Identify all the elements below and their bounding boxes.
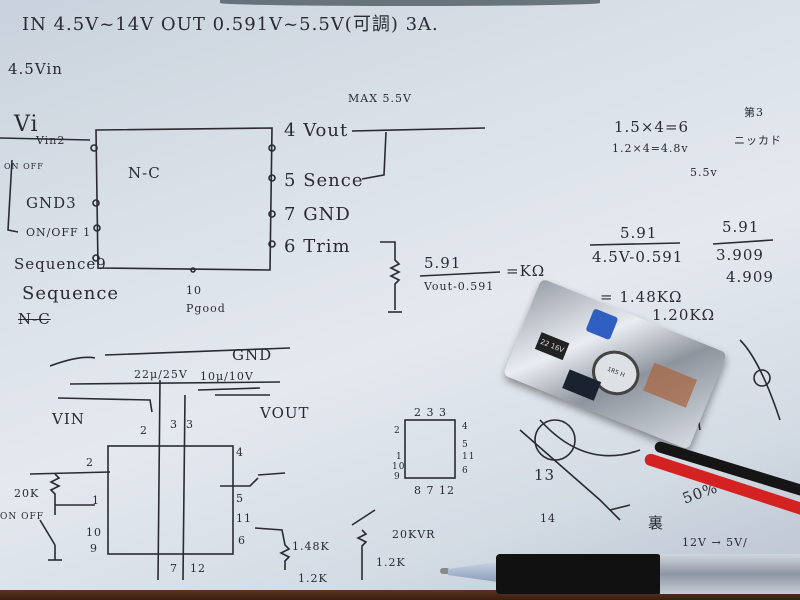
on-off-small-note: ON OFF (4, 162, 44, 171)
calc2-alt: 4.909 (726, 268, 774, 286)
pinout-top: 2 3 3 (414, 406, 447, 419)
sch-pin-top-1: 3 (170, 418, 178, 431)
nc-struck-label: N-C (18, 310, 51, 328)
battery-calc-1: 1.5×4=6 (614, 118, 690, 136)
pinout-right-2: 11 (462, 452, 476, 462)
vin-label: Vi (14, 112, 39, 137)
vin-lead (0, 137, 91, 141)
formula-result: =KΩ (506, 262, 546, 280)
formula-denominator: Vout-0.591 (424, 280, 495, 293)
trim-resistor-alt: 1.2K (298, 572, 328, 585)
formula-numerator: 5.91 (424, 254, 462, 272)
pin-trim: 6 Trim (284, 236, 351, 257)
output-cap-label: 10μ/10V (200, 370, 254, 383)
tantalum-capacitor: 22 16V (534, 332, 570, 361)
schematic-vout-label: VOUT (260, 404, 310, 422)
battery-calc-2: 1.2×4=4.8v (612, 142, 689, 155)
kanji-note: 裏 (648, 514, 665, 532)
pin14-note: 14 (540, 512, 556, 525)
series-resistor-label: 1.2K (376, 556, 406, 569)
wooden-table-edge (0, 590, 800, 600)
pinout-left-3: 9 (394, 472, 401, 482)
max-voltage-note: MAX 5.5V (348, 92, 412, 105)
pin-sense: 5 Sence (284, 170, 364, 191)
sch-pin-bottom-1: 12 (190, 562, 206, 575)
sequence9-label: Sequence9 (14, 255, 107, 273)
sch-pin-left-1: 1 (92, 494, 100, 507)
vin-min-note: 4.5Vin (8, 60, 63, 78)
schematic-vin-label: VIN (52, 410, 85, 428)
resistor-result-2: 1.20KΩ (652, 306, 716, 324)
pinout-right-3: 6 (462, 466, 469, 476)
pen-cone (448, 562, 498, 582)
pen-grip (496, 554, 661, 594)
calc2-denominator: 3.909 (716, 246, 764, 264)
trim-resistor-value: 1.48K (292, 540, 330, 553)
battery-calc-3: 5.5v (690, 166, 718, 179)
pen-barrel (660, 554, 800, 594)
formula-bar (419, 271, 501, 277)
pinout-left-0: 2 (394, 426, 401, 436)
ballpoint-pen (440, 550, 800, 598)
pinout-right-0: 4 (462, 422, 469, 432)
pgood-label: Pgood (186, 302, 226, 315)
sch-pin-left-2: 10 (86, 526, 102, 539)
module-outline (95, 127, 273, 271)
trim-resistor (380, 241, 401, 310)
sch-pin-top-2: 3 (186, 418, 194, 431)
sch-pin-right-1: 5 (236, 492, 244, 505)
sch-pin-right-2: 11 (236, 512, 252, 525)
sch-pin-left-3: 9 (90, 542, 98, 555)
onoff-pin1-label: ON/OFF 1 (26, 226, 92, 239)
sch-pin-top-0: 2 (140, 424, 148, 437)
calc1-numerator: 5.91 (620, 224, 658, 242)
jp-note-1: 第3 (744, 106, 764, 119)
paper-fold-shadow (220, 0, 600, 6)
pinout-bottom: 8 7 12 (414, 484, 455, 497)
schematic-gnd-label: GND (232, 346, 273, 364)
pinout-right-1: 5 (462, 440, 469, 450)
sense-wire (361, 131, 387, 180)
sequence-label: Sequence (22, 283, 120, 304)
schematic-onoff-label: ON OFF (0, 512, 44, 522)
copper-pad (643, 362, 698, 408)
sch-pin-right-3: 6 (238, 534, 246, 547)
gnd3-label: GND3 (26, 194, 77, 212)
module-center-label: N-C (128, 164, 161, 182)
pgood-pin-number: 10 (186, 284, 202, 297)
variable-resistor-label: 20KVR (392, 528, 436, 541)
pin2-label: Vin2 (36, 134, 66, 147)
resistor-result-1: = 1.48KΩ (600, 288, 683, 306)
sch-pin-right-0: 4 (236, 446, 244, 459)
calc1-denominator: 4.5V-0.591 (592, 248, 684, 266)
jp-note-2: ニッカド (734, 134, 782, 147)
sch-pin-left-0: 2 (86, 456, 94, 469)
trim-potentiometer (585, 308, 619, 341)
pullup-resistor-label: 20K (14, 487, 40, 500)
conversion-note: 12V → 5V/ (682, 536, 748, 549)
input-output-spec-note: IN 4.5V~14V OUT 0.591V~5.5V(可調) 3A. (22, 14, 439, 35)
pin-vout: 4 Vout (284, 120, 349, 141)
pinout-left-2: 10 (392, 462, 406, 472)
sch-pin-bottom-0: 7 (170, 562, 178, 575)
input-cap-label: 22μ/25V (134, 368, 188, 381)
calc2-numerator: 5.91 (722, 218, 760, 236)
left-bracket (7, 159, 19, 233)
pin13-note: 13 (534, 466, 556, 484)
pen-tip (440, 568, 450, 574)
pin-gnd: 7 GND (284, 204, 351, 225)
vout-wire (351, 127, 486, 132)
calc2-bar (712, 239, 774, 245)
pinout-left-1: 1 (396, 452, 403, 462)
calc1-bar (589, 242, 681, 246)
